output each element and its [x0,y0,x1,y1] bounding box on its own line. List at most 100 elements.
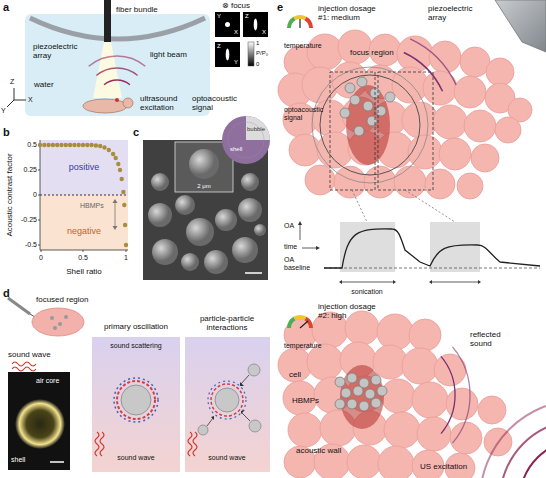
panel-e-art-shape-shape [363,101,373,111]
panel-c-micrograph-shape-shape [175,195,195,215]
label-text: HBMPs [292,396,319,405]
tick-label: 1 [124,254,128,262]
panel-c-micrograph-shape [189,149,219,179]
panel-d-art-shape [50,461,64,463]
label-text: focused region [36,295,88,304]
label-text: temperature [284,42,322,50]
panel-e-art-shape-shape [345,311,379,345]
panel-a-art-shape [225,22,230,27]
panel-c-micrograph-shape [245,272,262,274]
panel-d-art-shape [211,384,243,416]
label-text: piezoelectric array [428,4,490,22]
panel-b-chart-shape-shape [126,250,127,252]
label-text: ⊗ focus [222,1,250,10]
panel-b-chart-shape-shape [114,156,118,160]
panel-a-art-shape [96,68,137,76]
panel-b-chart-shape [40,140,128,195]
panel-c-micrograph-shape-shape [151,173,169,191]
label-text: reflected sound [470,330,522,348]
panel-d-art-shape [249,420,261,432]
panel-c-micrograph-shape-shape [152,239,178,265]
panel-b-chart-shape-shape [118,168,122,172]
panel-e-art-shape-shape [376,106,386,116]
panel-d-art-shape [208,381,246,419]
panel-a-art-shape [14,88,15,100]
label-text: injection dosage #1: medium [318,4,388,22]
panel-b-chart-shape-shape [98,144,102,148]
interaction-panel: particle-particle interactionssound wave [185,312,270,472]
panel-c-micrograph-shape-shape [215,209,237,231]
panel-d-art-shape-shape [211,416,214,420]
panel-e-art-shape-shape [289,134,321,166]
panel-d-art-shape [117,381,155,419]
panel-e-art-shape [429,280,432,284]
panel-e-art-shape-shape [341,388,351,398]
panel-a-art-shape [14,100,26,101]
panel-e-art-shape [478,280,481,284]
panel-d-art-shape [121,385,151,415]
bubble-sphere: bubbleshell [222,116,270,164]
panel-e-art-shape-shape [450,422,482,454]
panel-d-art-shape-shape [241,375,249,384]
panel-d-art-shape [100,432,104,456]
panel-e-art-shape-shape [347,399,357,409]
panel-e-art-shape [500,420,546,478]
panel-b-chart-shape-shape [77,143,81,147]
panel-e-art-shape-shape [417,417,451,451]
panel-e-art-shape [378,72,433,190]
panel-e-art-shape [404,53,443,92]
panel-b-chart-shape-shape [64,143,68,147]
panel-letter: c [133,126,139,139]
panel-e-art-shape-shape [335,377,345,387]
panel-e-art-shape [330,72,375,190]
panel-e-art-shape-shape [454,76,486,108]
panel-e-art-shape-shape [373,345,407,379]
panel-a-art-shape [104,0,111,42]
panel-e-art-shape-shape [377,386,387,396]
panel-letter: a [3,1,9,14]
panel-e-art-shape [393,280,396,284]
panel-e-art-shape-shape [486,58,514,86]
panel-b-chart-shape-shape [55,143,59,147]
panel-e-art-shape [289,19,295,29]
panel-d-art-shape-shape [53,326,57,330]
panel-d-art-shape [8,298,30,314]
panel-a-art-shape [83,99,127,113]
panel-d-art-shape [32,308,84,336]
tick-label: -0.25 [21,216,37,224]
panel-d-art-shape [8,372,70,470]
panel-b-chart-shape-shape [124,243,128,247]
panel-a-art-shape [115,98,119,102]
panel-e-art-shape [298,221,302,225]
panel-d-art-shape [215,388,239,412]
panel-a-art-shape [25,14,210,116]
axis-title: Shell ratio [66,267,102,276]
panel-d-art-shape [50,315,68,330]
panel-b-chart-shape [113,226,118,230]
label-text: acoustic wall [296,446,341,455]
panel-e-art-shape [340,77,395,136]
panel-e-art-shape-shape [353,386,363,396]
panel-b-chart-shape [113,199,118,203]
panel-c-micrograph [143,116,270,280]
panel-e-art-shape-shape [446,388,478,420]
label-text: US excitation [420,462,467,471]
panel-e-art-shape-shape [354,126,364,136]
panel-d-art-shape-shape [242,413,250,421]
panel-e-art-shape-shape [412,382,448,418]
panel-d-art-shape [198,425,208,435]
panel-e-art-shape-shape [359,401,369,411]
panel-e-art-shape-shape [495,117,521,143]
panel-e-art-shape-shape [367,116,377,126]
panel-a-art-shape [89,56,146,66]
panel-e-art-shape-shape [371,375,381,385]
panel-e-art-shape-shape [288,413,322,447]
tick-label: 0 [39,254,43,262]
panel-e-art-shape-shape [381,379,415,413]
panel-b-chart-shape-shape [123,223,127,227]
panel-e-art-shape [480,400,546,478]
panel-e-art-shape [405,190,455,222]
panel-b-chart-shape-shape [51,143,55,147]
panel-e-art-shape [342,282,393,283]
panel-b-chart-shape [38,145,126,252]
